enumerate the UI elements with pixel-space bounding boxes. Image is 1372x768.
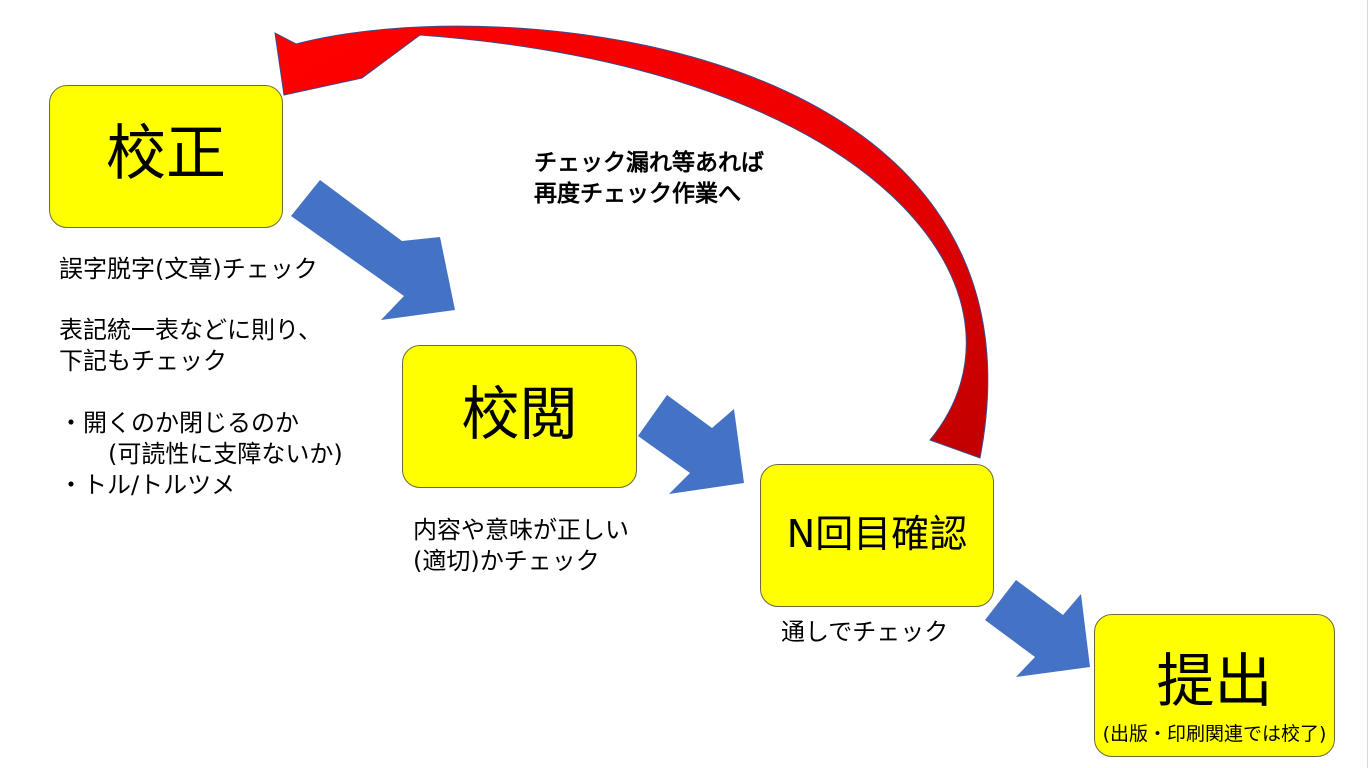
loop-note: チェック漏れ等あれば 再度チェック作業へ [534, 148, 764, 210]
nth-check-note-line: 通しでチェック [781, 618, 949, 646]
slide-right-edge [1367, 0, 1368, 768]
flow-arrow-2 [638, 395, 744, 494]
flow-arrow-3 [985, 580, 1090, 677]
loop-note-line: 再度チェック作業へ [534, 181, 741, 207]
proofreading-note-line: 誤字脱字(文章)チェック [59, 255, 318, 283]
proofreading-notes: 誤字脱字(文章)チェック 表記統一表などに則り、 下記もチェック ・開くのか閉じ… [59, 254, 343, 501]
review-note-line: 内容や意味が正しい [413, 516, 629, 544]
step-review-title: 校閲 [461, 380, 578, 448]
step-proofreading-box: 校正 [49, 85, 283, 228]
proofreading-note-line: ・開くのか閉じるのか [59, 409, 299, 437]
step-nth-check-box: N回目確認 [760, 464, 994, 607]
proofreading-note-line: (可読性に支障ないか) [108, 440, 343, 468]
loop-back-arrow [274, 25, 989, 459]
step-submit-box: 提出 (出版・印刷関連では校了) [1094, 614, 1335, 757]
review-notes: 内容や意味が正しい (適切)かチェック [413, 515, 629, 577]
step-review-box: 校閲 [402, 345, 637, 488]
step-submit-title: 提出 [1156, 647, 1273, 715]
step-nth-check-title: N回目確認 [786, 512, 968, 556]
step-proofreading-title: 校正 [106, 119, 226, 189]
proofreading-note-line: 表記統一表などに則り、 [59, 316, 323, 344]
proofreading-note-line: 下記もチェック [59, 347, 227, 375]
loop-note-line: チェック漏れ等あれば [534, 150, 764, 176]
proofreading-note-line: ・トル/トルツメ [59, 471, 236, 499]
nth-check-notes: 通しでチェック [781, 617, 948, 648]
review-note-line: (適切)かチェック [413, 547, 600, 575]
step-submit-note: (出版・印刷関連では校了) [1102, 723, 1327, 745]
flow-arrow-1 [291, 180, 455, 320]
